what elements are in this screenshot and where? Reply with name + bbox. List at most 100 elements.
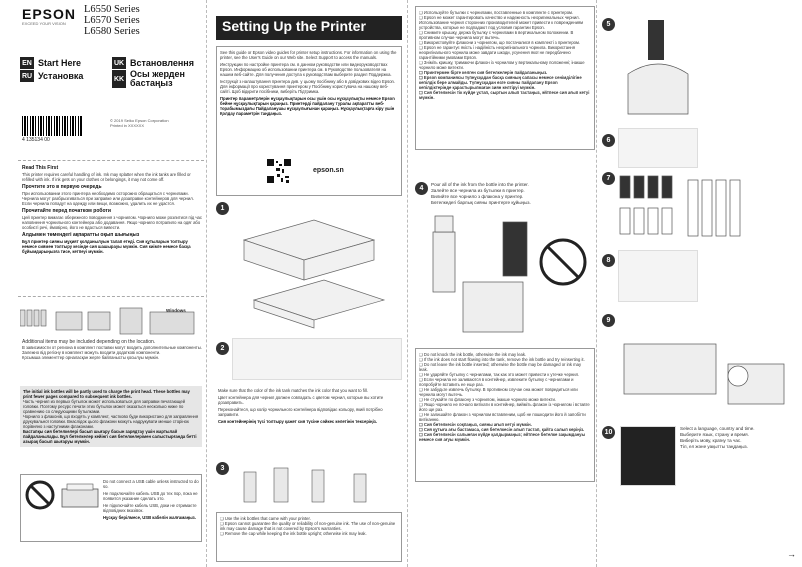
- usb-note-en: Do not connect a USB cable unless instru…: [103, 479, 199, 489]
- prohibited-icon: [25, 480, 55, 510]
- ink-warning-8: ❑ Якщо чорнило не почало витікати в конт…: [419, 402, 590, 412]
- barcode-number: 4 135134 00: [22, 137, 50, 143]
- lang-en: EN Start Here: [20, 57, 81, 69]
- ink-warning-1: ❑ Do not knock the ink bottle, otherwise…: [419, 352, 527, 357]
- ink-warning-9-text: Не залишайте флакон з чорнилом вставлени…: [419, 412, 586, 422]
- step-3-bullet-1-text: Use the ink bottles that came with your …: [224, 516, 311, 521]
- usb-note-ru: Не подключайте кабель USB до тех пор, по…: [103, 491, 198, 501]
- divider: [18, 160, 204, 161]
- step-4-uk: Вилийте все чорнило з флакона у принтер.: [431, 194, 524, 199]
- ink-note-2-text: Epson не может гарантировать качество и …: [419, 15, 584, 30]
- lang-code-kk: KK: [112, 70, 126, 88]
- read-first-heading: Read This First: [22, 165, 59, 171]
- read-first-text: This printer requires careful handling o…: [22, 172, 191, 182]
- right-panel: 5 6 7 8 9 10 Select a language, country …: [598, 0, 802, 567]
- brand-tagline: EXCEED YOUR VISION: [22, 21, 66, 26]
- usb-note-kk: Нұсқау берілмесе, USB кабелін жалғамаңыз…: [103, 515, 196, 520]
- ink-warning-5: ❑ Если чернила не заливаются в контейнер…: [419, 377, 574, 387]
- usb-note: Do not connect a USB cable unless instru…: [103, 479, 199, 520]
- setup-panel: Setting Up the Printer See this guide or…: [208, 0, 408, 567]
- lang-kk: KK Осы жерден бастаңыз: [112, 70, 200, 88]
- model-l6580: L6580 Series: [84, 26, 140, 37]
- guide-uk: Інструкції з налаштування принтера див. …: [220, 79, 396, 94]
- guide-kk: Принтер параметрлерін нұсқаулықтарын осы…: [220, 96, 395, 116]
- step-6-number: 6: [602, 134, 615, 147]
- read-first-uk-heading: Прочитайте перед початком роботи: [22, 208, 111, 214]
- step-2-illustration: [232, 338, 402, 380]
- step-4-illustration: [432, 215, 587, 333]
- model-l6570: L6570 Series: [84, 15, 140, 26]
- continue-arrow-icon: →: [787, 549, 796, 559]
- guide-ru: Инструкции по настройке принтера см. в д…: [220, 62, 392, 77]
- ink-warning-7-text: Не стукайте по флакону з чорнилом, інакш…: [423, 397, 557, 402]
- box-contents-illustration: [20, 307, 195, 335]
- read-first-section: Read This First This printer requires ca…: [22, 165, 202, 255]
- step-3-number: 3: [216, 462, 229, 475]
- windows-label: Windows: [166, 308, 186, 313]
- step-8-illustration: [618, 250, 698, 302]
- ink-warning-1-text: Do not knock the ink bottle, otherwise t…: [423, 352, 527, 357]
- left-panel: EPSON EXCEED YOUR VISION L6550 Series L6…: [0, 0, 207, 567]
- ink-note-2: ❑ Epson не может гарантировать качество …: [419, 15, 584, 30]
- step-10-uk: Виберіть мову, країну та час.: [680, 438, 742, 443]
- ink-warning-6-text: Не забудьте извлечь бутылку. В противном…: [419, 387, 578, 397]
- printed-in: Printed in XXXXXX: [110, 123, 145, 128]
- ink-warning-4-text: Не ударяйте бутылку с чернилами, так как…: [423, 372, 580, 377]
- ink-warning-11-text: Сия құтыға ағы бастамаса, сия бөтелкесін…: [423, 427, 585, 432]
- lang-title-en: Start Here: [38, 57, 82, 68]
- step-10-screen-illustration: [620, 426, 676, 486]
- ink-note-9: ❑ Сия бөтелкесін тік күйде ұстап, сыртын…: [419, 90, 590, 100]
- barcode: [22, 116, 82, 136]
- setup-title: Setting Up the Printer: [216, 16, 402, 40]
- guide-en: See this guide or Epson video guides for…: [220, 50, 397, 60]
- step-2-ru: Цвет контейнера для чернил должен совпад…: [218, 395, 384, 405]
- additional-items: Additional items may be included dependi…: [22, 339, 202, 361]
- step-3-bullet-2: ❑ Epson cannot guarantee the quality or …: [220, 521, 396, 531]
- ink-note-1-text: Используйте бутылки с чернилами, поставл…: [423, 10, 574, 15]
- ink-note-7-text: Принтермен бірге келген сия бөтелкелерін…: [423, 70, 548, 75]
- model-list: L6550 Series L6570 Series L6580 Series: [84, 4, 140, 37]
- initial-ink-en: The initial ink bottles will be partly u…: [23, 389, 190, 399]
- ink-warning-5-text: Если чернила не заливаются в контейнер, …: [419, 377, 574, 387]
- ink-warning-10: ❑ Сия бөтелкесін соқпаңыз, сияны ағып ке…: [419, 422, 532, 427]
- step-3-bullet-1: ❑ Use the ink bottles that came with you…: [220, 516, 311, 521]
- step-3-illustration: [243, 467, 367, 503]
- additional-en: Additional items may be included dependi…: [22, 339, 156, 345]
- read-first-kk-heading: Алдымен төмендегі ақпаратты оқып шығыңыз: [22, 232, 140, 238]
- guide-text: See this guide or Epson video guides for…: [220, 50, 398, 116]
- ink-warning-4: ❑ Не ударяйте бутылку с чернилами, так к…: [419, 372, 580, 377]
- step-7-number: 7: [602, 172, 615, 185]
- ink-note-4-text: Використовуйте флакони з чорнилом, що по…: [423, 40, 581, 45]
- additional-kk: Қосымша элементтер орналасқан жерге байл…: [22, 355, 160, 360]
- ink-note-5: ❑ Epson не гарантує якість і надійність …: [419, 45, 576, 60]
- brand-block: EPSON EXCEED YOUR VISION: [22, 6, 76, 26]
- lang-code-en: EN: [20, 57, 34, 69]
- step-2-number: 2: [216, 342, 229, 355]
- lang-code-uk: UK: [112, 57, 126, 69]
- website-link[interactable]: epson.sn: [313, 167, 344, 174]
- divider: [18, 296, 204, 297]
- read-first-uk-text: Цей принтер вимагає обережного поводженн…: [22, 215, 202, 230]
- lang-title-ru: Установка: [38, 70, 84, 81]
- copyright-line: © 2019 Seiko Epson Corporation: [110, 118, 169, 123]
- step-4-en: Pour all of the ink from the bottle into…: [431, 182, 529, 187]
- guide-box: See this guide or Epson video guides for…: [216, 46, 402, 196]
- ink-note-9-text: Сия бөтелкесін тік күйде ұстап, сыртын а…: [419, 90, 590, 100]
- lang-code-ru: RU: [20, 70, 34, 82]
- ink-warning-7: ❑ Не стукайте по флакону з чорнилом, іна…: [419, 397, 557, 402]
- ink-note-1: ❑ Используйте бутылки с чернилами, поста…: [419, 10, 574, 15]
- ink-warning-9: ❑ Не залишайте флакон з чорнилом вставле…: [419, 412, 586, 422]
- step-2-kk: Сия контейнерінің түсі толтыру қажет сия…: [218, 419, 377, 424]
- initial-ink-kk: Бастапқы сия бөтелкелері басып шығару ба…: [23, 429, 197, 444]
- step-2-en: Make sure that the color of the ink tank…: [218, 388, 368, 393]
- step-4-number: 4: [415, 182, 428, 195]
- ink-warning-8-text: Якщо чорнило не почало витікати в контей…: [419, 402, 590, 412]
- step-10-ru: Выберите язык, страну и время.: [680, 432, 749, 437]
- step-8-number: 8: [602, 254, 615, 267]
- step-5-illustration: [627, 20, 689, 115]
- usb-warning-box: Do not connect a USB cable unless instru…: [20, 474, 202, 542]
- additional-uk: Залежно від регіону в комплект можуть вх…: [22, 350, 161, 355]
- ink-warning-12-text: Сия бөтелкесін салынған күйде қалдырмаңы…: [419, 432, 586, 442]
- ink-note-4: ❑ Використовуйте флакони з чорнилом, що …: [419, 40, 581, 45]
- initial-ink-uk: Чорнило з флаконів, що входять у комплек…: [23, 414, 199, 429]
